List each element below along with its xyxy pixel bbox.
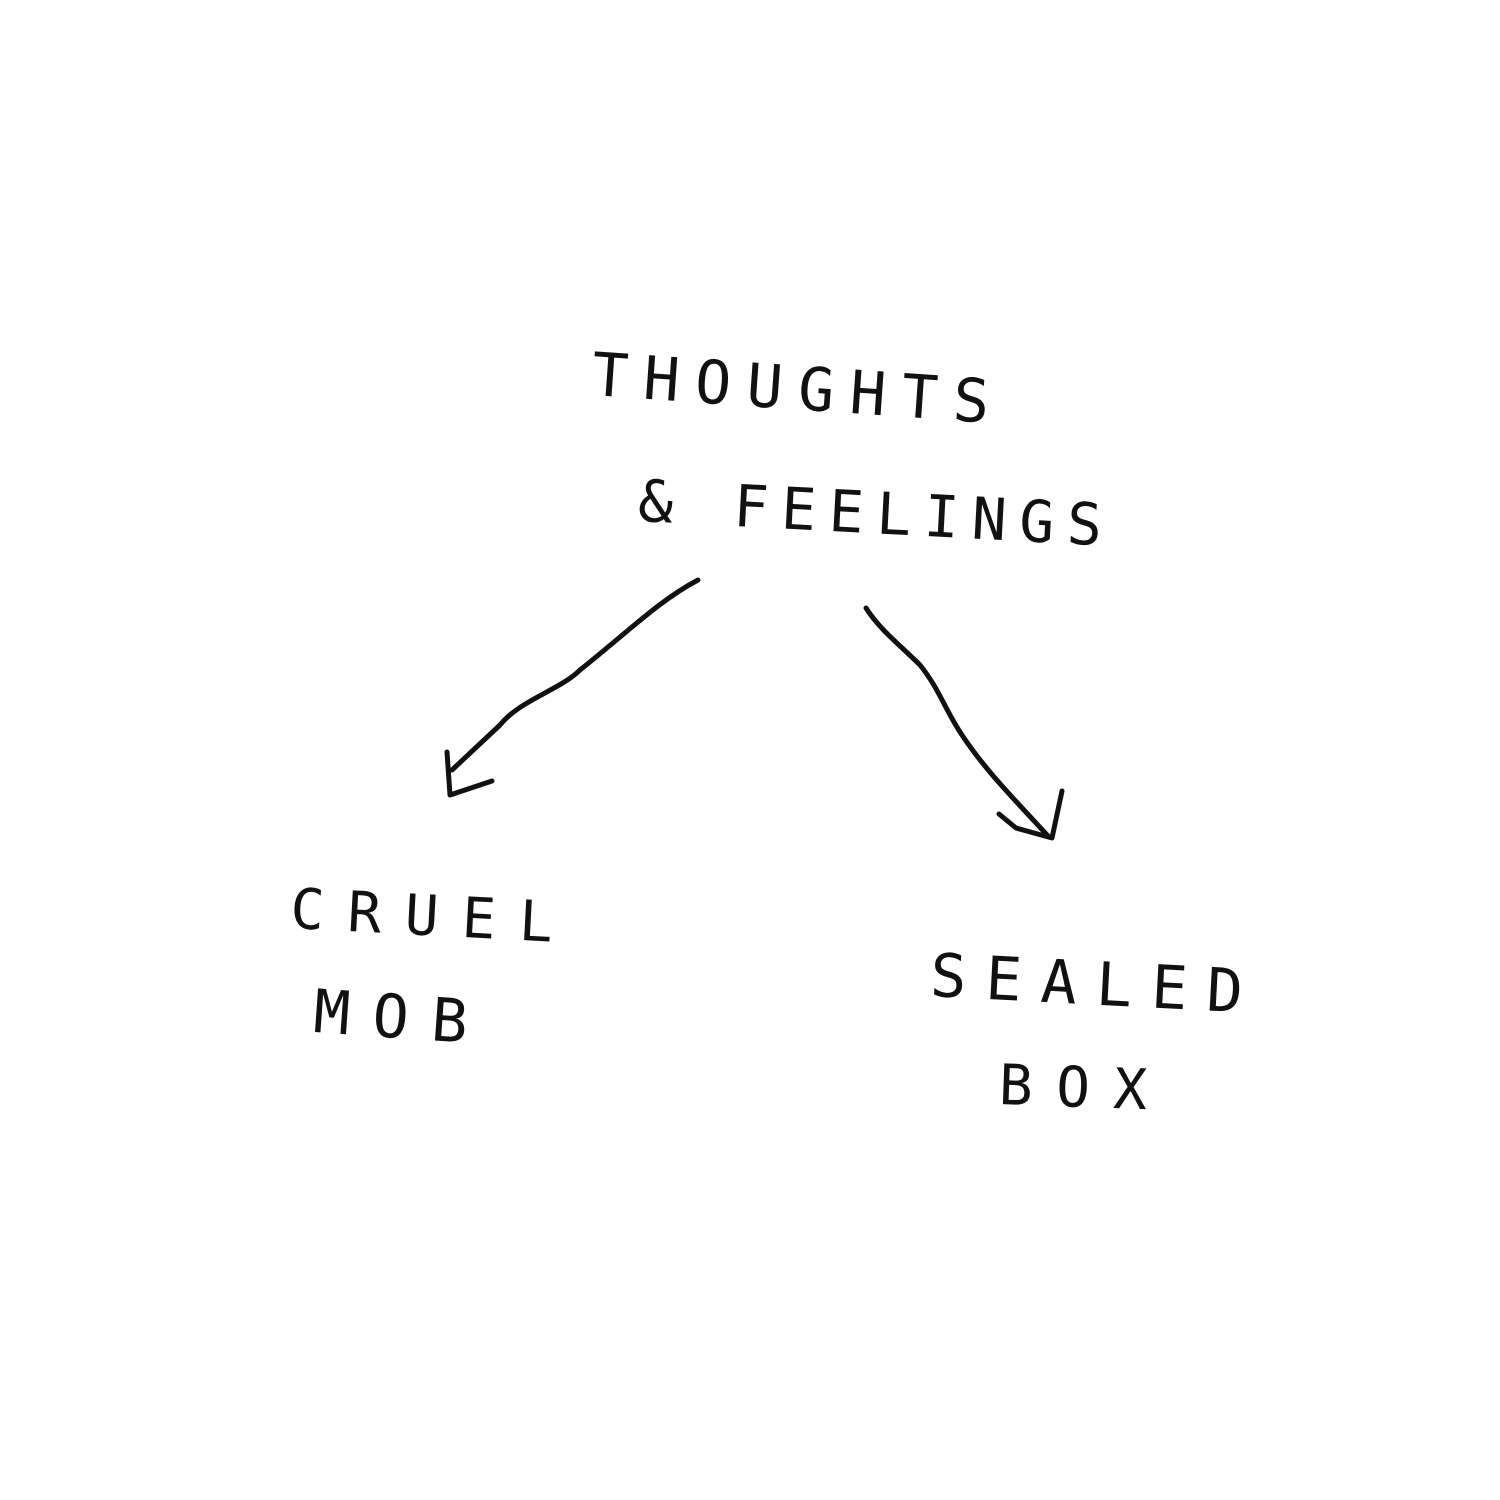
- arrow-to-cruel-mob: [449, 577, 701, 773]
- right-label-line-1: SEALED: [928, 941, 1264, 1029]
- right-label-line-2: BOX: [997, 1053, 1172, 1124]
- left-label-line-2: MOB: [311, 977, 493, 1060]
- arrowhead-sealed-box: [996, 788, 1065, 841]
- arrowhead-cruel-mob: [444, 749, 495, 798]
- arrow-to-sealed-box: [863, 605, 1051, 839]
- left-label-line-1: CRUEL: [288, 877, 579, 957]
